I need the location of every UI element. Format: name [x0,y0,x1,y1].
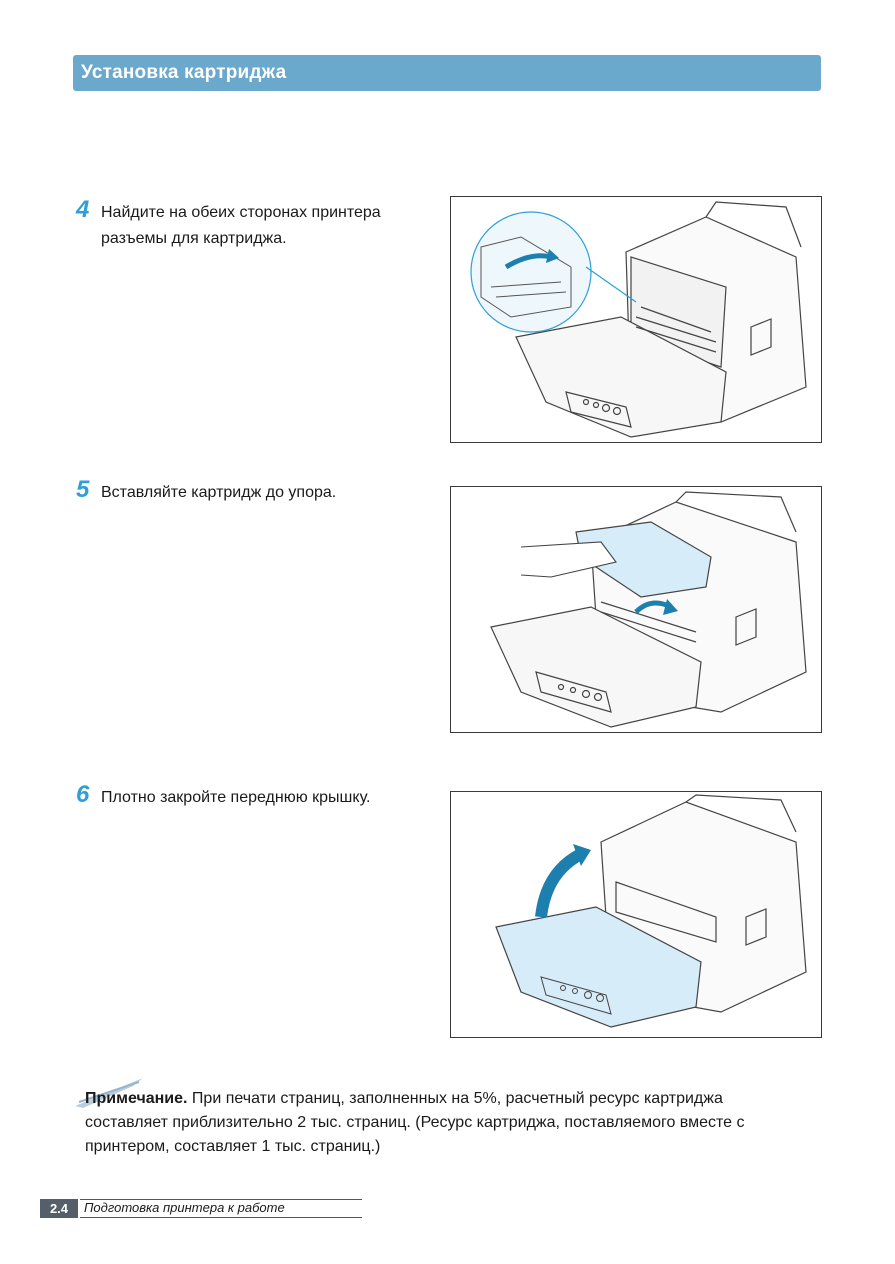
step-text: Вставляйте картридж до упора. [101,484,337,501]
printer-illustration-insert [490,491,807,728]
figure-close-cover [450,791,822,1038]
step-number: 4 [76,196,90,223]
direction-arrow [535,848,584,918]
note-brush-icon [75,1078,143,1108]
printer-illustration-open [470,201,807,438]
step-number: 6 [76,781,90,808]
hand [520,541,617,578]
note-text: При печати страниц, заполненных на 5%, р… [85,1090,745,1155]
footer-section-title: Подготовка принтера к работе [84,1200,285,1215]
front-cover [495,906,702,1028]
section-header: Установка картриджа [73,55,821,91]
printer-illustration-close [495,794,807,1028]
section-title: Установка картриджа [81,62,287,83]
step-text: Плотно закройте переднюю крышку. [101,789,371,806]
step-number: 5 [76,476,90,503]
page-number: 2.4 [40,1199,78,1218]
note-label: Примечание. [85,1090,188,1107]
figure-cartridge-slots [450,196,822,443]
note: Примечание. При печати страниц, заполнен… [85,1087,775,1159]
step-text: Найдите на обеих сторонах принтера разъе… [101,204,381,247]
figure-insert-cartridge [450,486,822,733]
